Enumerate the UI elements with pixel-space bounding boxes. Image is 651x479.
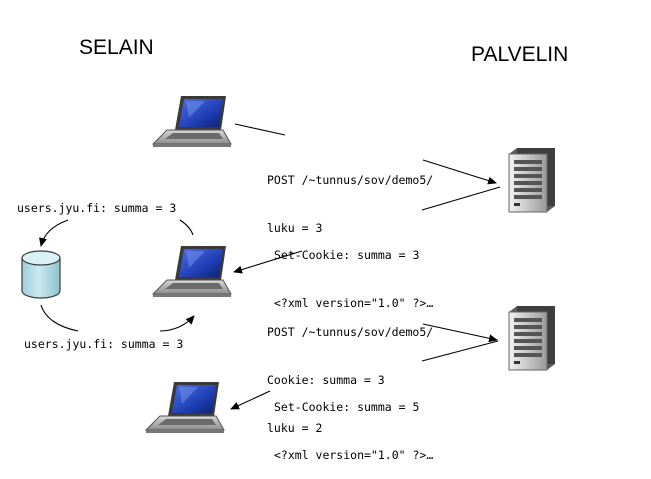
request-2-text: POST /~tunnus/sov/demo5/ Cookie: summa =… xyxy=(267,292,433,452)
server-icon xyxy=(508,305,556,371)
request-line-cookie: Cookie: summa = 3 xyxy=(267,373,385,387)
laptop-icon xyxy=(152,95,232,148)
cookie-storage-icon xyxy=(21,250,61,299)
cookie-read-label: users.jyu.fi: summa = 3 xyxy=(24,337,184,351)
request-line-param: luku = 3 xyxy=(267,221,323,235)
request-line xyxy=(234,123,286,136)
laptop-icon xyxy=(152,245,232,298)
cookie-store-label: users.jyu.fi: summa = 3 xyxy=(17,201,177,215)
response-line-body: <?xml version="1.0" ?>… xyxy=(274,448,434,462)
browser-heading: SELAIN xyxy=(79,36,154,59)
server-heading: PALVELIN xyxy=(471,43,569,66)
server-icon xyxy=(508,147,556,213)
response-1-text: Set-Cookie: summa = 3 <?xml version="1.0… xyxy=(274,215,433,327)
laptop-icon xyxy=(145,381,225,434)
store-cookie-line xyxy=(179,219,194,236)
request-1-text: POST /~tunnus/sov/demo5/ luku = 3 xyxy=(267,140,433,252)
request-line-url: POST /~tunnus/sov/demo5/ xyxy=(267,173,434,187)
request-arrow xyxy=(422,159,497,185)
read-cookie-line xyxy=(40,304,79,332)
read-cookie-arrow xyxy=(159,315,195,332)
diagram-canvas xyxy=(21,95,556,434)
response-line-header: Set-Cookie: summa = 3 xyxy=(274,248,420,262)
response-arrow xyxy=(230,390,271,410)
request-line-url: POST /~tunnus/sov/demo5/ xyxy=(267,325,434,339)
response-line xyxy=(421,186,501,211)
response-line-body: <?xml version="1.0" ?>… xyxy=(274,296,434,310)
response-line-header: Set-Cookie: summa = 5 xyxy=(274,400,420,414)
response-arrow xyxy=(233,250,303,274)
request-arrow xyxy=(422,323,498,343)
response-line xyxy=(421,340,499,362)
store-cookie-arrow xyxy=(39,219,69,247)
request-line-param: luku = 2 xyxy=(267,421,323,435)
response-2-text: Set-Cookie: summa = 5 <?xml version="1.0… xyxy=(274,367,433,479)
